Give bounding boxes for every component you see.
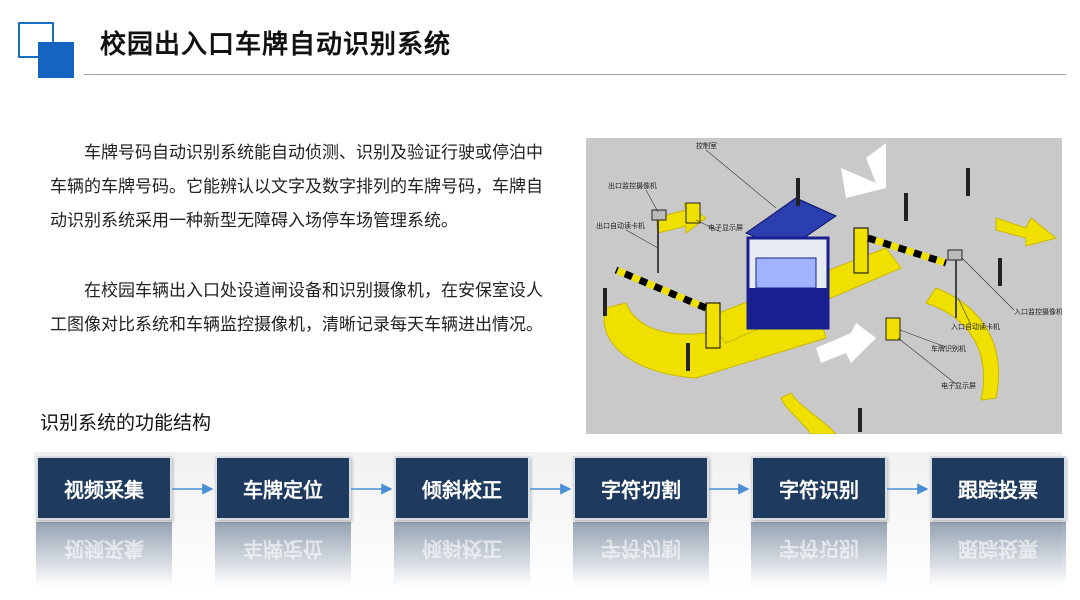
- label-control-room: 控制室: [696, 141, 717, 150]
- step-reflection: 字符切割: [573, 522, 709, 586]
- reflection-text: 倾斜校正: [422, 537, 502, 561]
- leader-line: [705, 149, 777, 209]
- parking-gate-diagram: 控制室 出口监控摄像机 出口自动读卡机 电子显示屏 入口监控摄像机 入口自动读卡…: [596, 141, 1062, 434]
- step-character-segmentation: 字符切割: [573, 456, 709, 520]
- parking-gate-illustration: 控制室 出口监控摄像机 出口自动读卡机 电子显示屏 入口监控摄像机 入口自动读卡…: [586, 138, 1062, 434]
- bollard: [904, 193, 908, 221]
- page-title: 校园出入口车牌自动识别系统: [100, 30, 452, 60]
- exit-camera-icon: [651, 209, 667, 221]
- step-plate-location: 车牌定位: [215, 456, 351, 520]
- step-label: 字符识别: [779, 477, 859, 502]
- bollard: [858, 408, 862, 432]
- direction-arrow-bottom: [816, 323, 876, 363]
- reflection-text: 字符切割: [601, 537, 681, 561]
- entry-barrier-dark: [866, 234, 948, 267]
- entry-camera-icon: [947, 249, 963, 261]
- bollard: [998, 258, 1002, 286]
- intro-paragraph-2: 在校园车辆出入口处设道闸设备和识别摄像机，在安保室设人工图像对比系统和车辆监控摄…: [50, 281, 543, 335]
- leader-line: [625, 229, 659, 249]
- step-reflection: 车牌定位: [215, 522, 351, 586]
- step-label: 视频采集: [64, 477, 144, 502]
- step-label: 倾斜校正: [422, 477, 502, 502]
- step-tracking-voting: 跟踪投票: [930, 456, 1066, 520]
- label-exit-camera: 出口监控摄像机: [608, 181, 657, 190]
- step-video-capture: 视频采集: [36, 456, 172, 520]
- bollard: [966, 168, 970, 196]
- step-label: 字符切割: [601, 477, 681, 502]
- exit-barrier-dark: [614, 266, 708, 312]
- label-plate-recognition: 车牌识别机: [931, 344, 966, 353]
- flow-arrows: [172, 483, 929, 495]
- bollard: [686, 343, 690, 371]
- intro-paragraph-1: 车牌号码自动识别系统能自动侦测、识别及验证行驶或停泊中车辆的车牌号码。它能辨认以…: [50, 143, 543, 231]
- function-structure-title: 识别系统的功能结构: [40, 412, 212, 434]
- leader-line: [961, 257, 1015, 311]
- entry-barrier-light: [866, 234, 948, 267]
- exit-gate-post: [705, 302, 721, 349]
- title-divider: [84, 74, 1066, 75]
- booth-window: [755, 257, 817, 289]
- reflection-text: 字符识别: [779, 537, 859, 561]
- direction-arrow-top: [841, 143, 886, 198]
- leader-line: [899, 329, 947, 348]
- leader-line: [957, 297, 972, 326]
- label-entry-camera: 入口监控摄像机: [1014, 307, 1062, 316]
- reflection-text: 跟踪投票: [958, 537, 1038, 561]
- bollard: [796, 178, 800, 206]
- step-reflection: 视频采集: [36, 522, 172, 586]
- step-character-recognition: 字符识别: [751, 456, 887, 520]
- bottom-curb: [780, 392, 837, 434]
- booth-base: [748, 288, 828, 328]
- label-display-bottom: 电子显示屏: [941, 381, 976, 390]
- function-flow-panel: [34, 452, 1062, 592]
- logo-filled-square: [38, 42, 74, 78]
- reflection-text: 车牌定位: [243, 537, 323, 561]
- bollard: [603, 288, 607, 316]
- yellow-arrow-right: [995, 217, 1058, 247]
- header-logo: [18, 22, 76, 78]
- leader-line: [695, 219, 722, 233]
- leader-line: [897, 337, 957, 385]
- leader-line: [645, 189, 659, 213]
- plate-reader-icon: [885, 317, 901, 341]
- step-label: 跟踪投票: [958, 477, 1038, 502]
- reflection-text: 视频采集: [64, 537, 144, 561]
- right-curb: [925, 287, 999, 401]
- step-reflection: 跟踪投票: [930, 522, 1066, 586]
- logo-outline-square: [18, 22, 54, 58]
- label-exit-reader: 出口自动读卡机: [596, 221, 645, 230]
- label-display-top: 电子显示屏: [708, 223, 743, 232]
- step-reflection: 字符识别: [751, 522, 887, 586]
- exit-display-icon: [685, 202, 701, 224]
- label-entry-reader: 入口自动读卡机: [951, 322, 1000, 331]
- step-label: 车牌定位: [243, 477, 323, 502]
- step-reflection: 倾斜校正: [394, 522, 530, 586]
- step-tilt-correction: 倾斜校正: [394, 456, 530, 520]
- entry-gate-post: [853, 227, 869, 274]
